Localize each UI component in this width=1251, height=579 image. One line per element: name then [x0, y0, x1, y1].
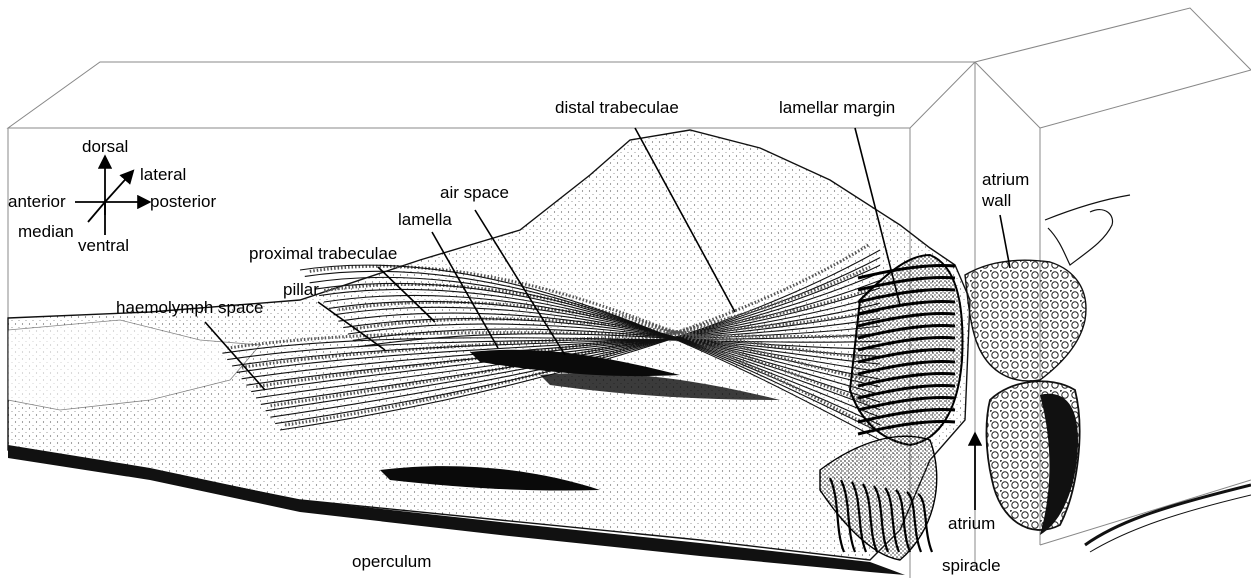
compass-anterior-label: anterior	[8, 192, 66, 212]
dorsal-membrane	[1045, 195, 1251, 552]
atrium-label: atrium	[948, 514, 995, 534]
haemolymph-space-label: haemolymph space	[116, 298, 263, 318]
orientation-compass	[75, 158, 148, 235]
pillar-label: pillar	[283, 280, 319, 300]
compass-median-label: median	[18, 222, 74, 242]
lamellar-margin-label: lamellar margin	[779, 98, 895, 118]
atrium-wall-label-line2: wall	[982, 191, 1011, 211]
air-space-label: air space	[440, 183, 509, 203]
compass-dorsal-label: dorsal	[82, 137, 128, 157]
spiracle-label: spiracle	[942, 556, 1001, 576]
distal-trabeculae-label: distal trabeculae	[555, 98, 679, 118]
lamella-label: lamella	[398, 210, 452, 230]
atrium-wall-tissue	[965, 260, 1086, 535]
atrium-wall-label-line1: atrium	[982, 170, 1029, 190]
compass-lateral-label: lateral	[140, 165, 186, 185]
compass-ventral-label: ventral	[78, 236, 129, 256]
proximal-trabeculae-label: proximal trabeculae	[249, 244, 397, 264]
operculum-label: operculum	[352, 552, 431, 572]
compass-posterior-label: posterior	[150, 192, 216, 212]
